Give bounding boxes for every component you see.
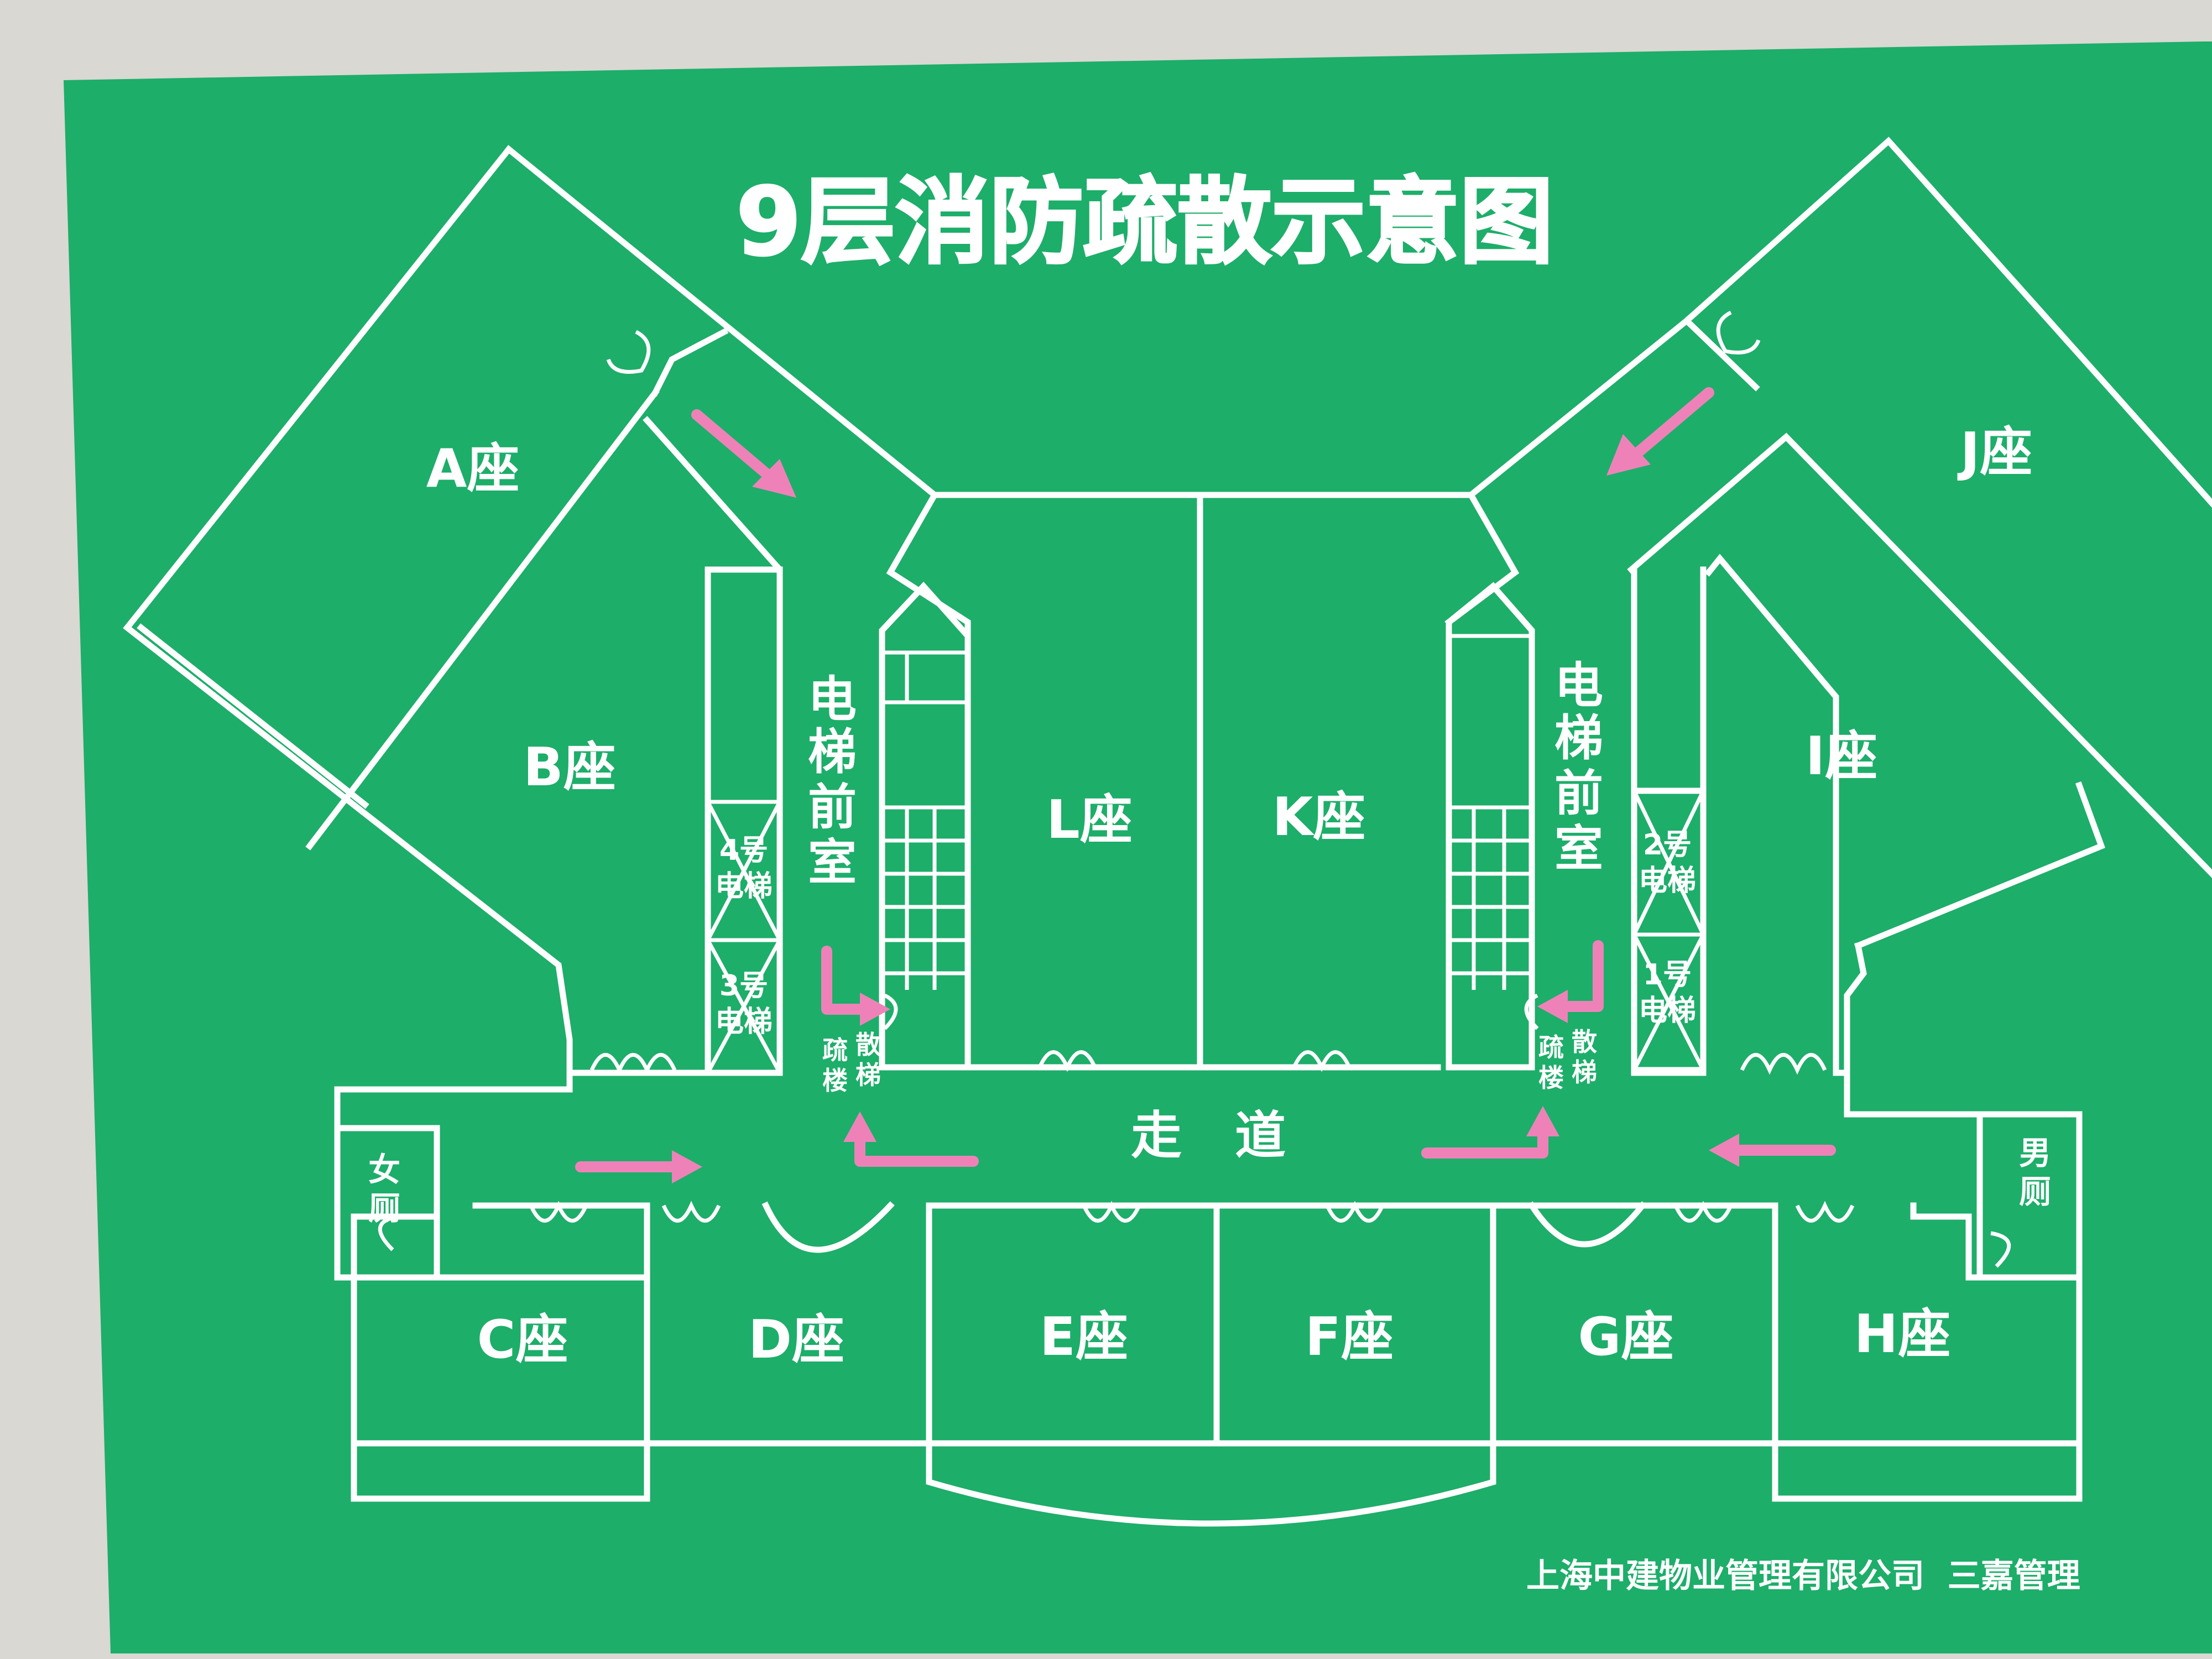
wing-a-divider xyxy=(137,623,369,809)
stair-right-label: 楼 xyxy=(1538,1063,1564,1093)
elevator-lobby-left-char: 梯 xyxy=(808,723,857,780)
wing-i-tail xyxy=(1854,781,2105,950)
elevator-4-label: 4号 xyxy=(719,834,768,867)
evacuation-arrows xyxy=(575,387,1836,1183)
evacuation-arrow-icon xyxy=(1559,940,1604,1012)
corridor-label: 走 道 xyxy=(1131,1106,1286,1165)
evacuation-arrow-icon xyxy=(691,409,774,481)
wing-i-lower xyxy=(1704,554,1839,1071)
zone-k-label: K座 xyxy=(1272,787,1366,848)
elevator-lobby-right-char: 梯 xyxy=(1554,709,1603,766)
door-swing-icons xyxy=(378,310,2011,1268)
elevator-shaft-left xyxy=(705,566,783,1076)
zone-h-label: H座 xyxy=(1854,1304,1951,1365)
evacuation-arrow-icon xyxy=(821,946,868,1015)
stair-left-label: 梯 xyxy=(855,1060,881,1090)
wing-a-outer xyxy=(123,145,573,1151)
stair-treads-right-icon xyxy=(1449,634,1532,990)
door-arc-d xyxy=(761,1201,895,1253)
elevator-lobby-right-char: 前 xyxy=(1554,765,1603,822)
zone-b-label: B座 xyxy=(523,737,615,798)
stair-right-label: 梯 xyxy=(1572,1057,1597,1087)
zone-f-label: F座 xyxy=(1305,1307,1394,1368)
elevator-lobby-left-char: 室 xyxy=(808,834,857,891)
male-wc-label: 厕 xyxy=(2019,1173,2051,1211)
elevator-lobby-left-char: 电 xyxy=(808,671,857,728)
elevator-lobby-left-label: 电 梯 前 室 xyxy=(808,671,857,891)
elevator-4-label: 电梯 xyxy=(715,870,773,903)
sign-title: 9层消防疏散示意图 xyxy=(736,168,1553,277)
elevator-3-label: 电梯 xyxy=(715,1005,773,1039)
wing-a-inner xyxy=(305,388,660,851)
wing-h-top xyxy=(1844,942,2083,1118)
zone-l-label: L座 xyxy=(1046,790,1133,851)
wing-j-corridor xyxy=(1682,316,1760,392)
zone-d-label: D座 xyxy=(748,1310,844,1370)
floor-plan xyxy=(123,137,2212,1527)
elevator-2-label: 电梯 xyxy=(1639,864,1696,898)
bay-curve xyxy=(926,1440,1496,1527)
zone-e-label: E座 xyxy=(1040,1307,1128,1368)
zone-i-label: I座 xyxy=(1806,726,1877,787)
door-arc-g xyxy=(1527,1201,1647,1248)
elevator-lobby-right-char: 电 xyxy=(1554,657,1603,714)
evacuation-board xyxy=(64,41,2212,1653)
zone-a-label: A座 xyxy=(426,439,520,499)
stair-right-label: 散 xyxy=(1572,1027,1597,1057)
elevator-lobby-left-char: 前 xyxy=(808,779,857,836)
zone-labels: A座 B座 C座 D座 E座 F座 G座 H座 I座 J座 K座 L座 xyxy=(426,422,2032,1370)
elevator-1-label: 1号 xyxy=(1643,958,1692,992)
company-footer: 上海中建物业管理有限公司 三嘉管理 xyxy=(1526,1557,2080,1595)
corridor-a-wall xyxy=(651,327,729,397)
evacuation-arrow-icon xyxy=(854,1134,979,1167)
elevator-lobby-right-label: 电 梯 前 室 xyxy=(1554,657,1603,877)
stair-left-label: 楼 xyxy=(822,1066,848,1095)
wing-i-outline xyxy=(1627,432,2212,878)
zone-g-label: G座 xyxy=(1578,1307,1674,1368)
elevator-2-label: 2号 xyxy=(1643,828,1692,862)
elevator-lobby-right-char: 室 xyxy=(1554,820,1603,877)
female-wc-label: 厕 xyxy=(368,1190,400,1227)
stairwell-left xyxy=(879,581,971,1071)
evacuation-arrow-icon xyxy=(1631,387,1714,459)
male-wc-label: 男 xyxy=(2019,1134,2051,1172)
elevator-1-label: 电梯 xyxy=(1639,994,1696,1027)
zone-j-label: J座 xyxy=(1957,422,2032,483)
lower-right-outline xyxy=(1772,1202,2083,1502)
wing-j-outline xyxy=(1467,137,2212,508)
evacuation-arrow-icon xyxy=(1421,1128,1548,1159)
stair-treads-left-icon xyxy=(882,650,968,990)
zone-c-label: C座 xyxy=(477,1310,568,1370)
male-wc-room xyxy=(1976,1111,2083,1281)
stair-left-label: 散 xyxy=(855,1030,881,1060)
stair-left-label: 疏 xyxy=(822,1035,848,1065)
elevator-3-label: 3号 xyxy=(719,969,768,1003)
stair-right-label: 疏 xyxy=(1538,1032,1564,1062)
female-wc-label: 女 xyxy=(368,1151,400,1188)
facility-labels: 电 梯 前 室 电 梯 前 室 4号 电梯 3号 电梯 2号 电梯 1号 电梯 … xyxy=(368,657,2051,1227)
stairwell-right xyxy=(1446,582,1535,1071)
